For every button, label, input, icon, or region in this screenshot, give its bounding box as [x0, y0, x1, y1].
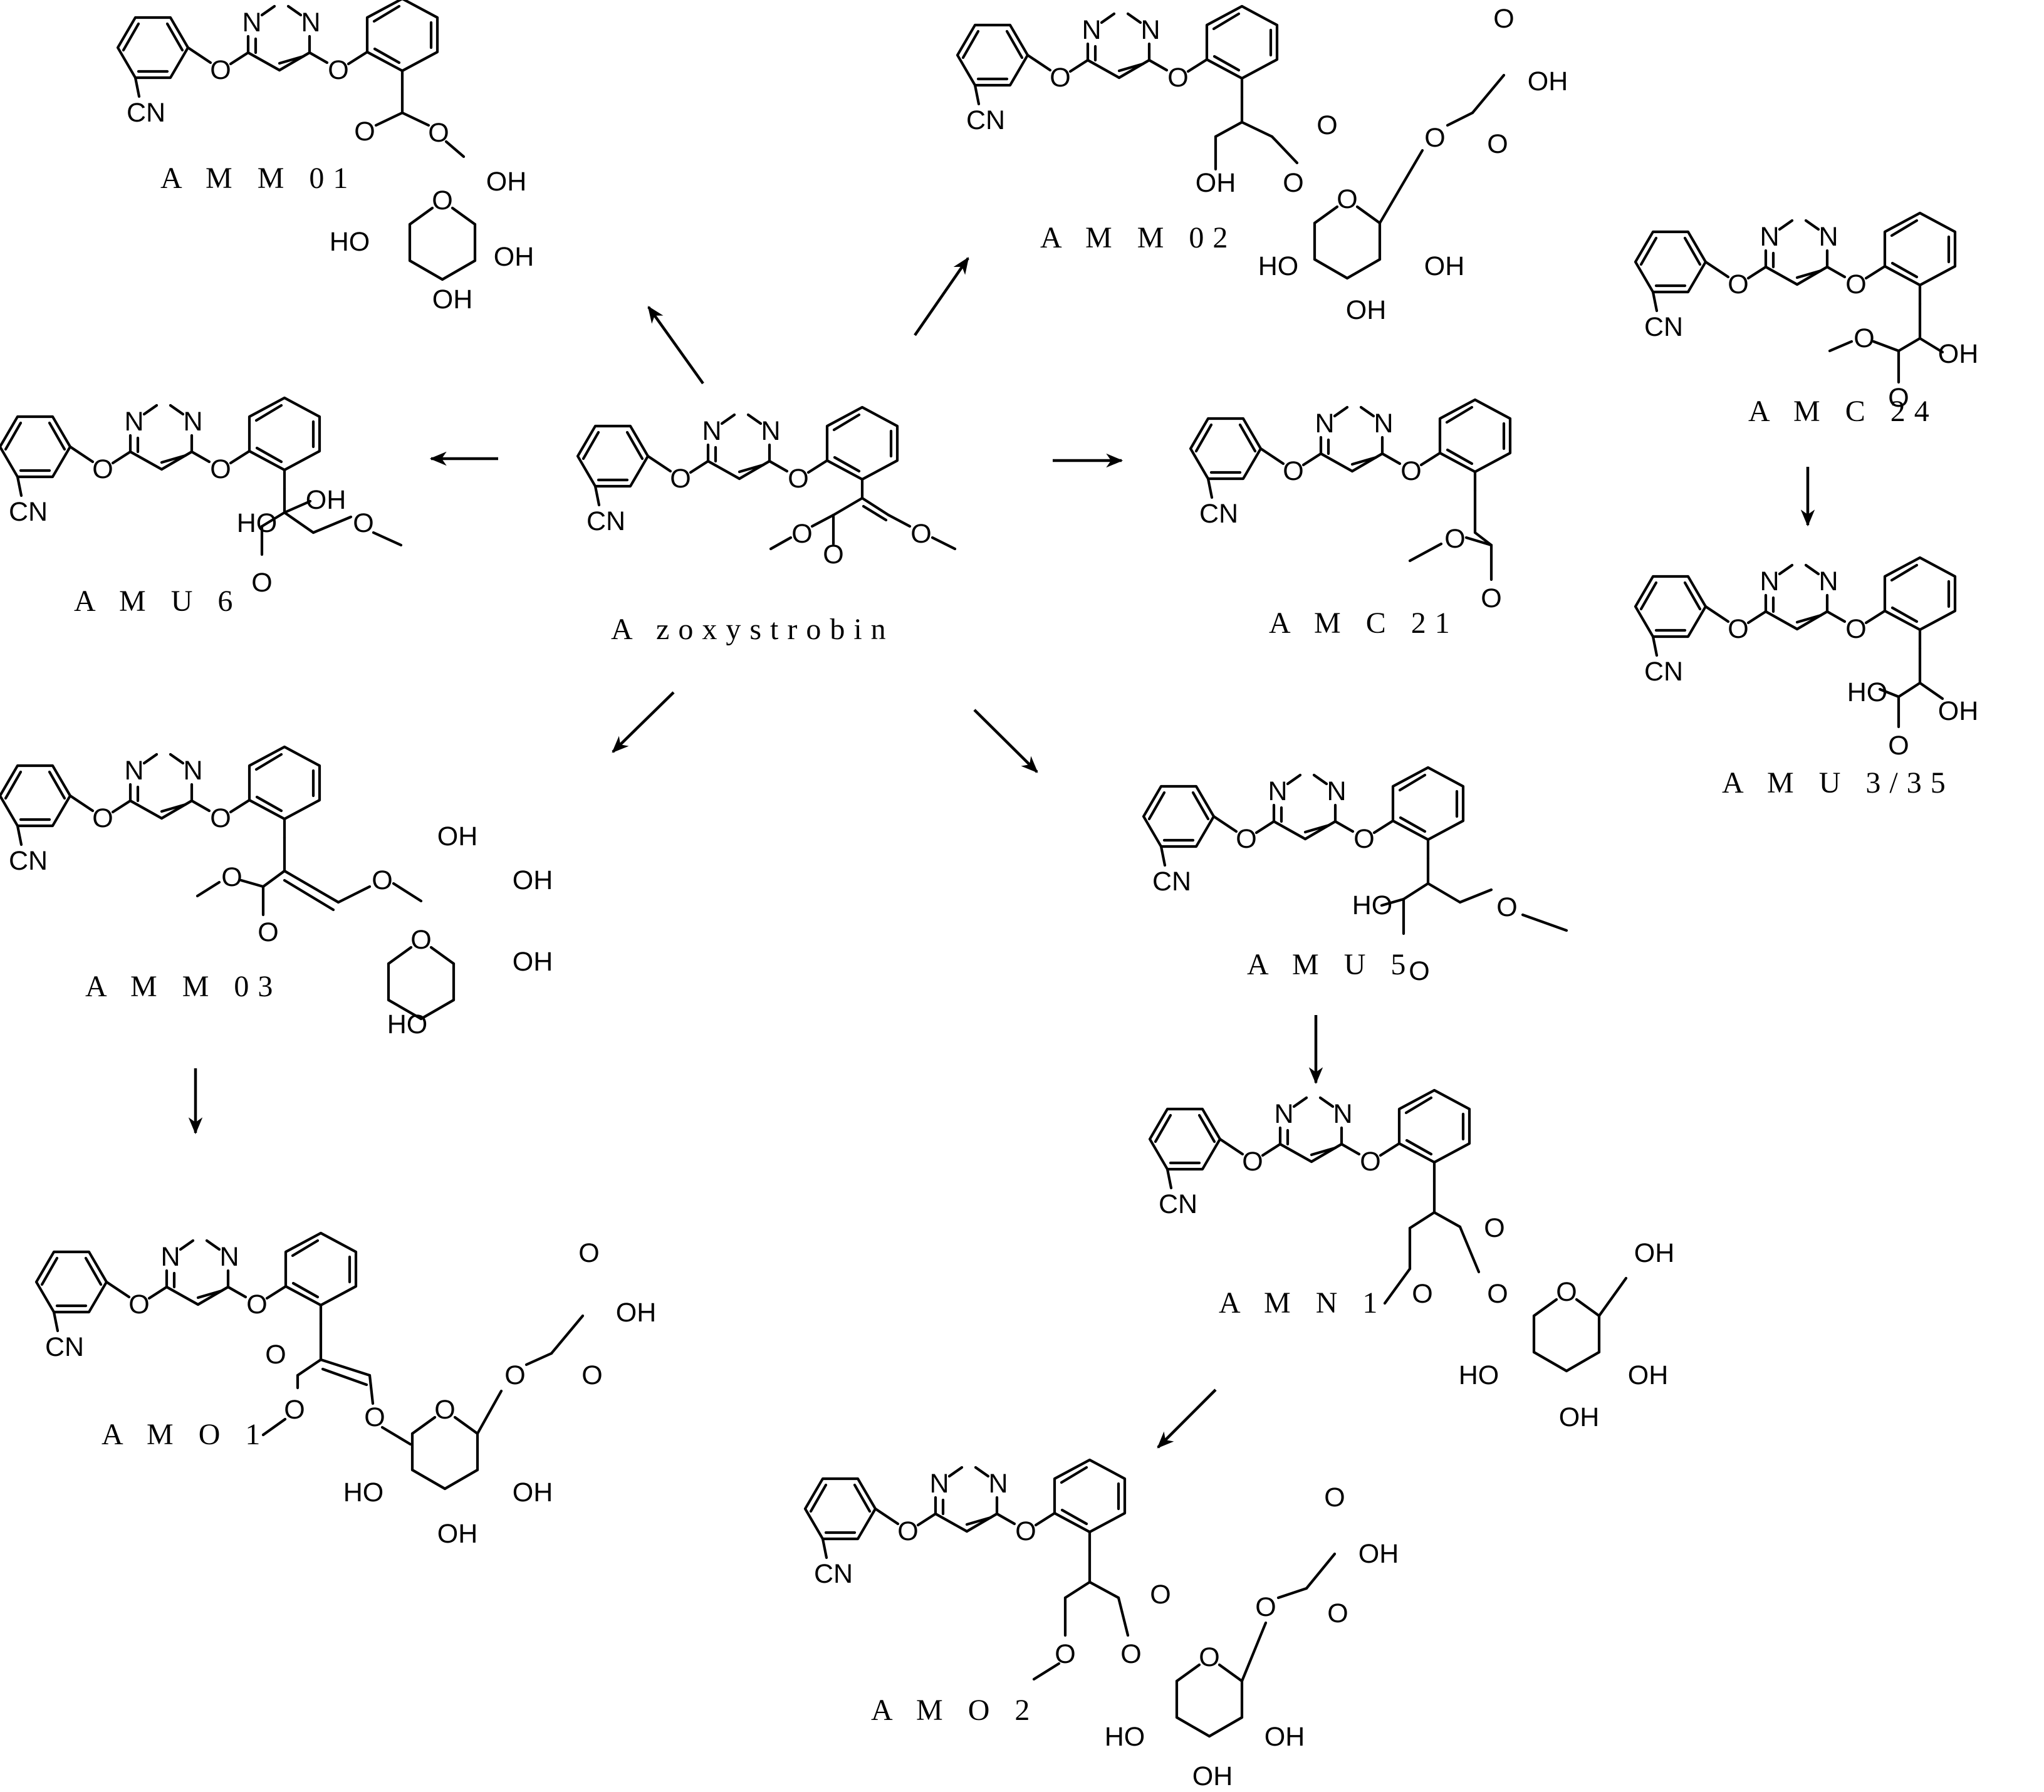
svg-text:HO: HO — [1105, 1722, 1145, 1752]
svg-text:O: O — [1324, 1482, 1345, 1513]
svg-text:HO: HO — [343, 1477, 384, 1508]
arrow-to-amu5 — [973, 709, 1038, 773]
svg-text:OH: OH — [437, 1519, 478, 1549]
label-azoxystrobin: A zoxystrobin — [611, 613, 895, 646]
svg-text:O: O — [791, 519, 812, 549]
label-amm02: A M M 02 — [1040, 221, 1236, 254]
amc21-structure: O O — [1191, 400, 1510, 613]
svg-text:OH: OH — [1358, 1539, 1399, 1569]
svg-text:O: O — [1255, 1592, 1276, 1622]
svg-text:O: O — [428, 118, 449, 148]
svg-text:O: O — [1888, 383, 1909, 413]
amu6-structure: OH HO O O — [0, 398, 403, 598]
svg-text:OH: OH — [513, 1477, 553, 1508]
amm03-structure: O O O OH OH OH HO — [0, 747, 553, 1039]
svg-text:OH: OH — [1528, 66, 1568, 96]
svg-text:O: O — [910, 519, 931, 549]
amn1-structure: O O O HO OH OH OH — [1150, 1090, 1674, 1432]
svg-text:OH: OH — [1559, 1402, 1600, 1432]
svg-text:OH: OH — [1938, 696, 1979, 726]
arrow-to-amm01 — [647, 306, 704, 385]
svg-text:O: O — [353, 508, 373, 538]
svg-text:O: O — [1496, 892, 1517, 922]
amu5-structure: O HO O — [1144, 768, 1568, 986]
svg-text:OH: OH — [437, 821, 478, 852]
svg-text:HO: HO — [1352, 890, 1393, 920]
label-amm03: A M M 03 — [85, 970, 281, 1003]
svg-text:O: O — [1150, 1580, 1171, 1610]
svg-text:O: O — [1481, 583, 1501, 613]
svg-text:OH: OH — [1634, 1238, 1675, 1268]
label-amu6: A M U 6 — [74, 585, 241, 618]
amo2-structure: O O O HO OH OH O O O OH — [805, 1460, 1399, 1791]
svg-text:O: O — [251, 568, 272, 598]
svg-text:OH: OH — [1938, 339, 1979, 369]
svg-text:OH: OH — [513, 947, 553, 977]
svg-text:O: O — [221, 862, 242, 892]
svg-text:OH: OH — [1192, 1761, 1233, 1791]
svg-text:OH: OH — [1628, 1360, 1669, 1390]
amc24-structure: O O OH — [1635, 213, 1978, 413]
amm02-structure: OH O O HO OH OH O O O OH — [957, 4, 1568, 325]
svg-text:OH: OH — [1346, 295, 1387, 325]
arrow-amn1-to-amo2 — [1157, 1388, 1217, 1449]
label-amo2: A M O 2 — [871, 1694, 1038, 1727]
svg-text:O: O — [1444, 524, 1465, 554]
svg-text:O: O — [1409, 956, 1429, 986]
label-amm01: A M M 01 — [160, 162, 357, 195]
amu335-structure: O HO OH — [1635, 558, 1978, 761]
svg-text:OH: OH — [486, 167, 527, 197]
svg-text:HO: HO — [387, 1009, 428, 1039]
svg-text:O: O — [1493, 4, 1514, 34]
svg-text:O: O — [1120, 1639, 1141, 1669]
amm01-structure: O O OH OH OH HO — [118, 0, 534, 315]
svg-text:O: O — [1888, 731, 1909, 761]
svg-text:O: O — [581, 1360, 602, 1390]
svg-text:OH: OH — [1424, 251, 1465, 281]
svg-text:O: O — [1327, 1598, 1348, 1628]
label-amo1: A M O 1 — [102, 1418, 269, 1451]
amo1-structure: O O O HO OH OH O O O OH — [36, 1233, 656, 1549]
svg-text:O: O — [258, 917, 278, 947]
svg-text:O: O — [1283, 168, 1303, 198]
svg-text:O: O — [823, 539, 843, 570]
svg-text:OH: OH — [1196, 168, 1236, 198]
svg-text:O: O — [1412, 1279, 1432, 1309]
svg-text:O: O — [1487, 129, 1508, 159]
svg-text:OH: OH — [432, 284, 473, 315]
label-amn1: A M N 1 — [1219, 1286, 1386, 1320]
svg-text:O: O — [1487, 1279, 1508, 1309]
label-amc21: A M C 21 — [1269, 607, 1459, 640]
svg-text:HO: HO — [1459, 1360, 1499, 1390]
label-amc24: A M C 24 — [1748, 395, 1938, 428]
svg-text:OH: OH — [306, 485, 347, 515]
svg-text:O: O — [284, 1395, 305, 1425]
svg-text:O: O — [504, 1360, 525, 1390]
arrow-to-amm02 — [914, 257, 969, 336]
svg-text:HO: HO — [330, 227, 370, 257]
svg-text:O: O — [1424, 123, 1445, 153]
svg-text:O: O — [1484, 1213, 1504, 1243]
svg-text:O: O — [578, 1238, 599, 1268]
svg-text:HO: HO — [1847, 677, 1888, 707]
svg-text:HO: HO — [1258, 251, 1299, 281]
arrow-to-amm03 — [612, 691, 675, 753]
svg-text:OH: OH — [616, 1298, 657, 1328]
svg-text:O: O — [354, 117, 375, 147]
reaction-arrows — [188, 257, 1815, 1449]
svg-text:HO: HO — [237, 508, 278, 538]
label-amu335: A M U 3/35 — [1722, 766, 1954, 800]
svg-text:OH: OH — [513, 865, 553, 895]
svg-text:O: O — [265, 1340, 286, 1370]
svg-text:OH: OH — [494, 242, 534, 272]
svg-text:O: O — [372, 865, 392, 895]
svg-text:OH: OH — [1264, 1722, 1305, 1752]
label-amu5: A M U 5 — [1247, 948, 1414, 981]
azoxystrobin-structure: O O O — [578, 407, 957, 570]
svg-text:O: O — [1317, 110, 1337, 140]
svg-text:O: O — [1854, 323, 1874, 353]
